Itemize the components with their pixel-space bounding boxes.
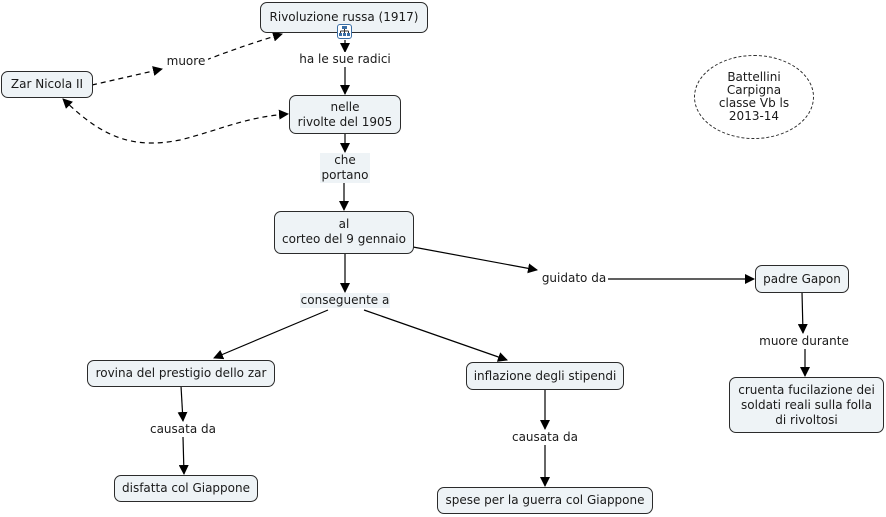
- annotation-line1: Battellini: [727, 70, 781, 84]
- node-label: Zar Nicola II: [10, 77, 84, 91]
- node-inflazione-stipendi[interactable]: inflazione degli stipendi: [466, 362, 624, 390]
- node-label-line2: corteo del 9 gennaio: [282, 232, 406, 246]
- node-label: rovina del prestigio dello zar: [95, 366, 267, 380]
- link-label: conseguente a: [300, 293, 390, 307]
- submap-icon[interactable]: [337, 24, 352, 39]
- edge-muore-rivoluzione: [205, 31, 283, 61]
- author-annotation[interactable]: Battellini Carpigna classe Vb ls 2013-14: [694, 55, 814, 139]
- node-padre-gapon[interactable]: padre Gapon: [755, 265, 849, 293]
- edge-corteo-guidato: [412, 246, 538, 274]
- node-corteo-9-gennaio[interactable]: al corteo del 9 gennaio: [274, 211, 414, 254]
- node-label: padre Gapon: [763, 272, 841, 286]
- node-label-line2: rivolte del 1905: [297, 115, 393, 129]
- node-label-line1: cruenta fucilazione dei: [738, 383, 875, 397]
- node-label: spese per la guerra col Giappone: [445, 493, 645, 507]
- node-spese-guerra[interactable]: spese per la guerra col Giappone: [437, 487, 653, 514]
- node-disfatta-giappone[interactable]: disfatta col Giappone: [114, 475, 258, 502]
- node-rivolte-1905[interactable]: nelle rivolte del 1905: [289, 95, 401, 134]
- node-label-line1: al: [338, 217, 350, 231]
- link-che-portano[interactable]: che portano: [320, 153, 370, 183]
- link-muore[interactable]: muore: [164, 54, 208, 69]
- node-cruenta-fucilazione[interactable]: cruenta fucilazione dei soldati reali su…: [729, 377, 884, 433]
- node-zar-nicola[interactable]: Zar Nicola II: [1, 71, 93, 98]
- edge-gapon-muoredurante: [797, 291, 808, 334]
- link-label: muore durante: [759, 334, 849, 348]
- link-guidato-da[interactable]: guidato da: [540, 271, 608, 286]
- node-label-line2: soldati reali sulla folla: [741, 398, 872, 412]
- link-label: guidato da: [541, 271, 607, 285]
- link-label-line1: che: [334, 153, 356, 167]
- link-conseguente-a[interactable]: conseguente a: [300, 293, 390, 308]
- node-rivoluzione-russa[interactable]: Rivoluzione russa (1917): [260, 2, 428, 33]
- link-muore-durante[interactable]: muore durante: [756, 334, 852, 349]
- node-label: disfatta col Giappone: [122, 481, 250, 495]
- link-label: causata da: [511, 430, 578, 444]
- link-label-line2: portano: [321, 168, 369, 182]
- node-rovina-prestigio[interactable]: rovina del prestigio dello zar: [87, 360, 275, 387]
- link-causata-da-1[interactable]: causata da: [147, 422, 219, 437]
- edge-conseguente-inflazione: [363, 309, 508, 362]
- link-label: causata da: [149, 422, 216, 436]
- edge-rovina-causata: [177, 385, 188, 422]
- node-label-line3: di rivoltosi: [775, 413, 838, 427]
- annotation-line3: classe Vb ls: [718, 96, 790, 110]
- annotation-line4: 2013-14: [728, 109, 780, 123]
- node-label: inflazione degli stipendi: [473, 369, 617, 383]
- edge-conseguente-rovina: [213, 309, 329, 360]
- annotation-line2: Carpigna: [726, 83, 782, 97]
- edge-zar-muore: [91, 66, 163, 86]
- node-label-line1: nelle: [330, 100, 360, 114]
- link-label: ha le sue radici: [299, 52, 391, 66]
- node-label: Rivoluzione russa (1917): [269, 10, 419, 24]
- edge-zar-rivolte: [62, 98, 289, 144]
- link-label: muore: [166, 54, 206, 68]
- edge-causata-disfatta: [178, 436, 189, 475]
- link-ha-le-sue-radici[interactable]: ha le sue radici: [296, 52, 394, 67]
- link-causata-da-2[interactable]: causata da: [509, 430, 581, 445]
- hierarchy-icon: [339, 26, 350, 36]
